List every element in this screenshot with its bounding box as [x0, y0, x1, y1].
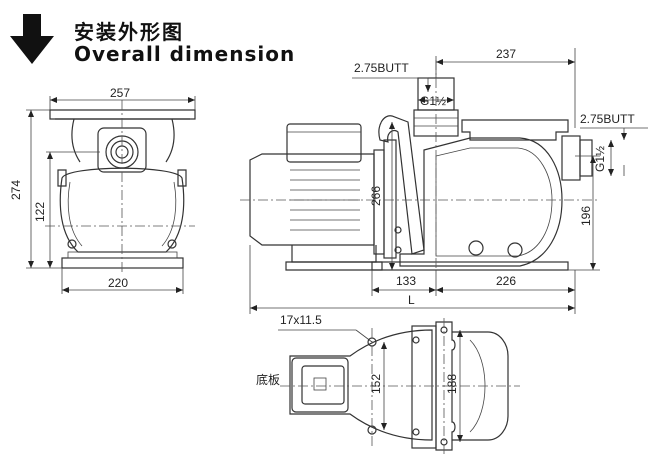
- heading-cn: 安装外形图: [74, 20, 184, 44]
- dim-237: 237: [496, 47, 516, 61]
- dim-257: 257: [110, 86, 130, 100]
- dim-188: 188: [445, 374, 459, 394]
- dim-220: 220: [108, 276, 128, 290]
- dim-l: L: [408, 293, 415, 307]
- dim-slot: 17x11.5: [280, 313, 322, 327]
- dim-133: 133: [396, 274, 416, 288]
- dim-g1-side: G1½: [593, 146, 607, 172]
- heading-en: Overall dimension: [74, 42, 296, 66]
- dim-226: 226: [496, 274, 516, 288]
- down-arrow-icon: [10, 14, 54, 64]
- front-view: [26, 96, 196, 294]
- base-view: [278, 318, 520, 454]
- dim-2-75butt-top: 2.75BUTT: [354, 61, 409, 75]
- dim-122: 122: [33, 202, 47, 222]
- base-plate-label: 底板: [256, 372, 280, 387]
- dim-274: 274: [9, 180, 23, 200]
- dim-266: 266: [369, 186, 383, 206]
- dim-152: 152: [369, 374, 383, 394]
- dim-2-75butt-side: 2.75BUTT: [580, 112, 635, 126]
- dim-196: 196: [579, 206, 593, 226]
- dim-g1-top: G1½: [420, 94, 446, 108]
- side-view: [240, 48, 648, 314]
